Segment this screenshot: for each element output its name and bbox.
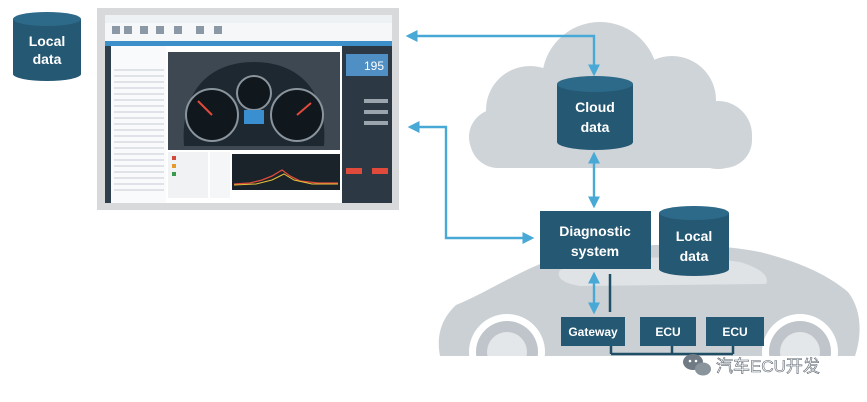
ecu-box-1: ECU: [640, 317, 696, 346]
svg-text:Gateway: Gateway: [568, 325, 618, 339]
watermark: 汽车ECU开发: [683, 354, 820, 376]
trend-chart: [232, 154, 340, 190]
signal-list: [111, 46, 166, 203]
svg-text:data: data: [680, 248, 709, 264]
diagnostic-system: Diagnostic system: [540, 211, 651, 269]
wechat-icon: [683, 354, 711, 376]
bottom-widgets: [168, 152, 340, 198]
svg-text:Local: Local: [676, 228, 713, 244]
local-data-left: Local data: [13, 12, 81, 81]
gauge-readout: 195: [364, 59, 384, 73]
instrument-cluster: [168, 52, 340, 150]
watermark-text: 汽车ECU开发: [716, 357, 820, 376]
svg-text:ECU: ECU: [655, 325, 680, 339]
svg-text:Local: Local: [29, 33, 66, 49]
meters-panel: 195: [342, 46, 392, 203]
svg-text:data: data: [581, 119, 610, 135]
svg-text:Diagnostic: Diagnostic: [559, 223, 631, 239]
connector-screen-diagnostic: [407, 121, 535, 244]
connectors: [405, 30, 600, 315]
ecu-box-2: ECU: [706, 317, 764, 346]
svg-text:data: data: [33, 51, 62, 67]
software-screen: 195: [97, 8, 399, 210]
svg-text:ECU: ECU: [722, 325, 747, 339]
cloud-data: Cloud data: [557, 76, 633, 150]
svg-text:system: system: [571, 243, 619, 259]
car-silhouette: [438, 244, 860, 402]
svg-text:Cloud: Cloud: [575, 99, 615, 115]
gateway-box: Gateway: [561, 317, 625, 346]
connector-screen-cloud: [405, 30, 600, 77]
local-data-right: Local data: [659, 206, 729, 276]
